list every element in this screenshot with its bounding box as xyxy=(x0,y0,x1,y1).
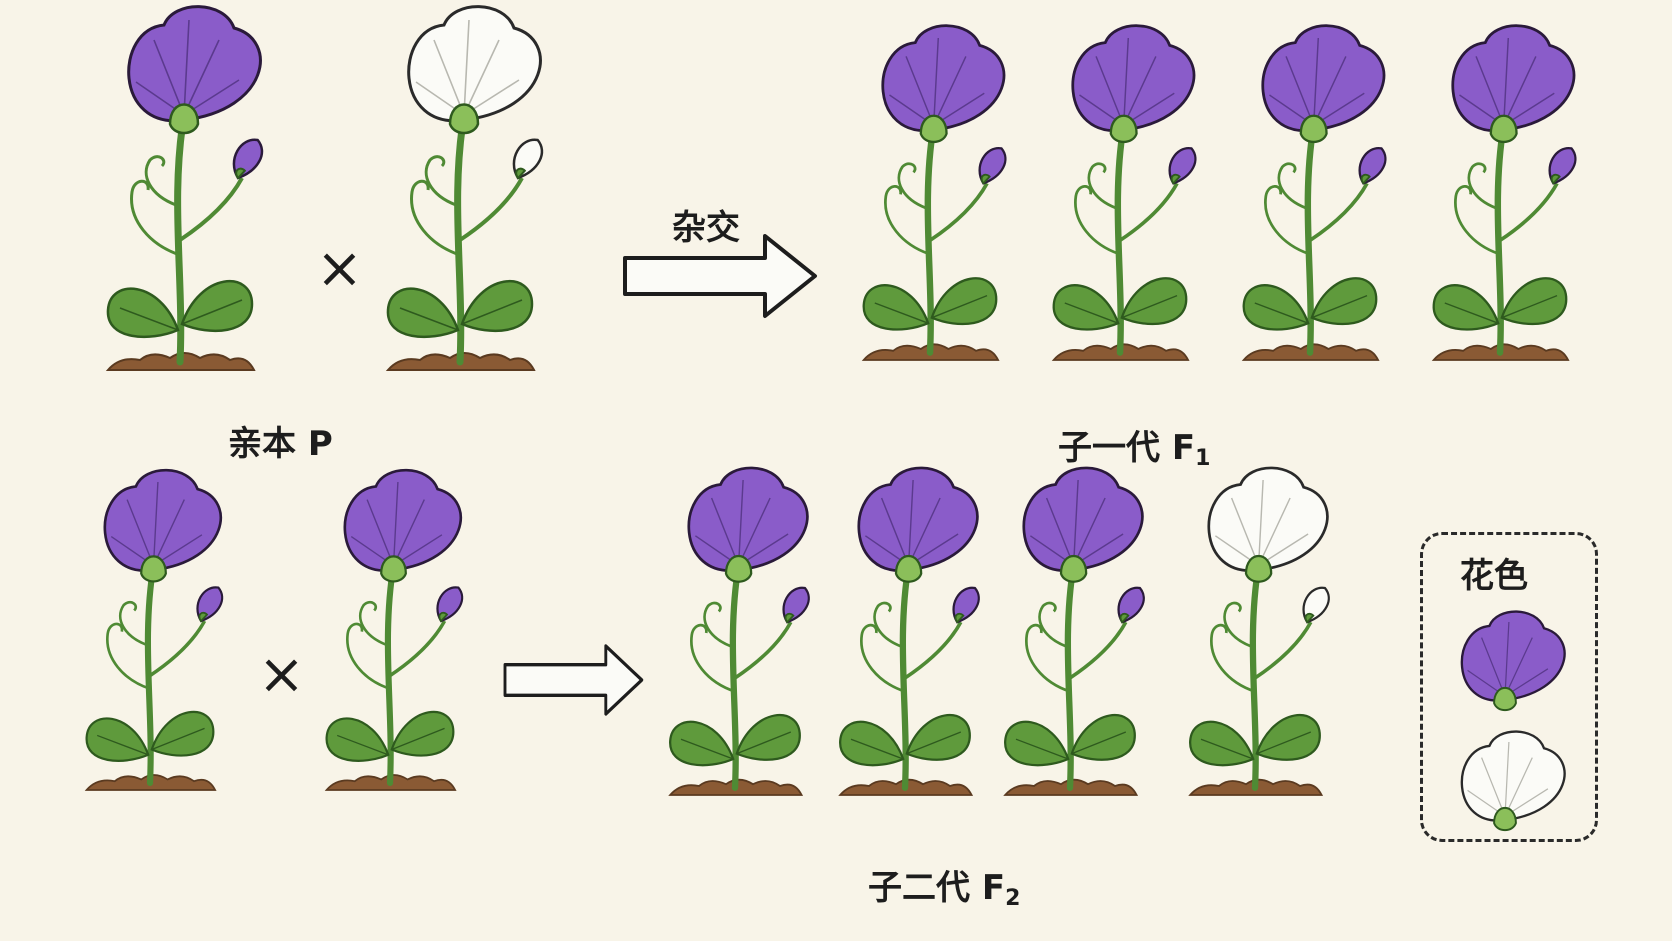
purple-bud-icon xyxy=(948,585,984,624)
f2-plant-3 xyxy=(1005,466,1149,795)
purple-bud-icon xyxy=(228,137,268,180)
white-bud-icon xyxy=(508,137,548,180)
purple-bud-icon xyxy=(1544,145,1581,185)
white-flower-icon xyxy=(407,5,542,135)
purple-flower-icon xyxy=(103,468,223,583)
parent-plant-2 xyxy=(388,5,548,370)
f1-plant-3 xyxy=(1244,24,1391,360)
purple-bud-icon xyxy=(192,585,227,623)
arrow-bottom xyxy=(503,644,644,716)
purple-flower-icon xyxy=(881,24,1006,144)
purple-flower-icon xyxy=(1022,466,1144,584)
f1-plant-4 xyxy=(1434,24,1581,360)
purple-bud-icon xyxy=(1113,585,1149,624)
purple-flower-icon xyxy=(1451,24,1576,144)
f1-label-text: 子一代 F xyxy=(1058,428,1196,468)
purple-bud-icon xyxy=(1164,145,1201,185)
purple-flower-icon xyxy=(1071,24,1196,144)
f1-label: 子一代 F1 xyxy=(1058,420,1210,471)
f2-label-text: 子二代 F xyxy=(868,868,1006,908)
purple-flower-icon xyxy=(1261,24,1386,144)
f1-subscript: 1 xyxy=(1195,446,1211,471)
purple-flower-icon xyxy=(343,468,463,583)
f2-plant-1 xyxy=(670,466,814,795)
parent-plant-1 xyxy=(108,5,268,370)
white-flower-icon xyxy=(1207,466,1329,584)
purple-bud-icon xyxy=(974,145,1011,185)
parent-label: 亲本 P xyxy=(228,424,333,464)
f2-parent-plant-2 xyxy=(327,468,467,790)
purple-flower-icon xyxy=(127,5,262,135)
flower-color-legend xyxy=(1420,532,1598,842)
f2-plant-4 xyxy=(1190,466,1334,795)
purple-bud-icon xyxy=(432,585,467,623)
purple-bud-icon xyxy=(778,585,814,624)
cross-label: 杂交 xyxy=(672,208,740,248)
purple-flower-icon xyxy=(687,466,809,584)
f1-plant-1 xyxy=(864,24,1011,360)
f2-parent-plant-1 xyxy=(87,468,227,790)
legend-title: 花色 xyxy=(1460,556,1528,596)
f2-plant-2 xyxy=(840,466,984,795)
cross-symbol-top: × xyxy=(316,236,363,301)
f1-plant-2 xyxy=(1054,24,1201,360)
white-bud-icon xyxy=(1298,585,1334,624)
cross-symbol-bottom: × xyxy=(258,642,305,707)
purple-flower-icon xyxy=(857,466,979,584)
f2-subscript: 2 xyxy=(1005,886,1021,911)
purple-bud-icon xyxy=(1354,145,1391,185)
f2-label: 子二代 F2 xyxy=(868,860,1020,911)
